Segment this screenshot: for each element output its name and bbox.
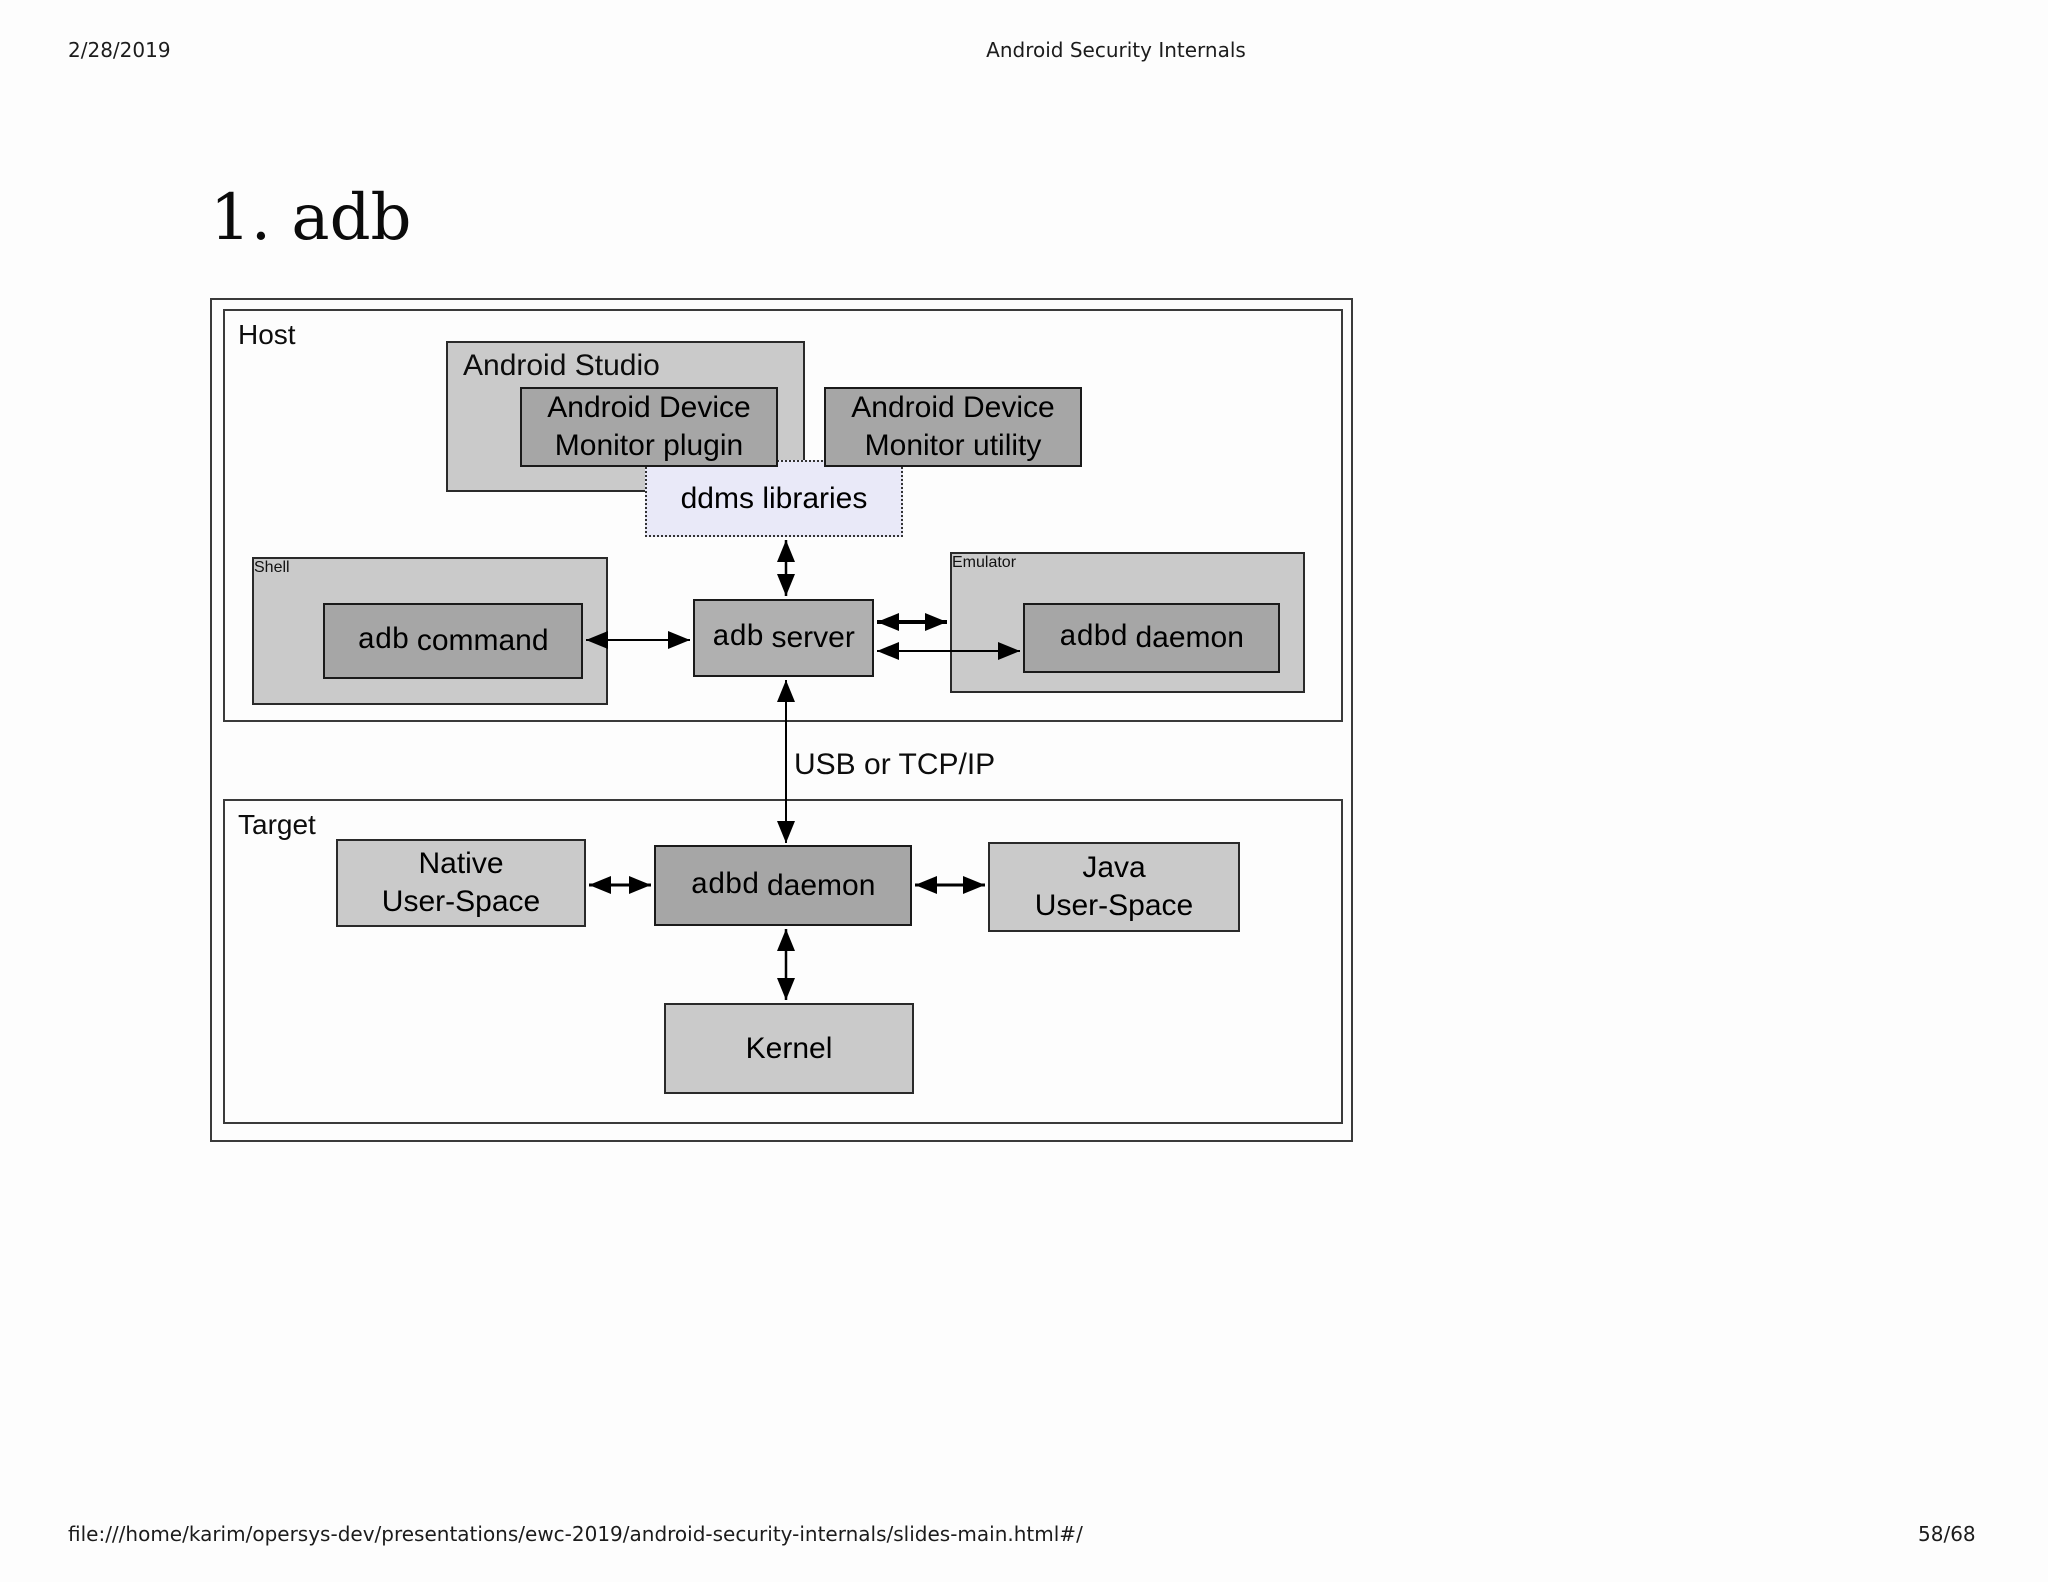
kernel-label: Kernel (745, 1031, 833, 1065)
diagram-outer-frame (210, 298, 1353, 1142)
kernel-box: Kernel (664, 1003, 914, 1094)
adm-utility-line2: Monitor utility (864, 429, 1042, 462)
adm-plugin-box: Android Device Monitor plugin (520, 387, 778, 467)
adb-command-label-mono: adb (357, 624, 409, 658)
adm-plugin-line1: Android Device (547, 391, 751, 424)
emulator-adbd-label-rest: daemon (1135, 621, 1244, 654)
print-header-date: 2/28/2019 (68, 38, 171, 62)
target-adbd-daemon-box: adbd daemon (654, 845, 912, 926)
adm-plugin-line2: Monitor plugin (554, 429, 744, 462)
print-footer-page-number: 58/68 (1918, 1522, 1976, 1546)
adb-command-box: adb command (323, 603, 583, 679)
adb-server-box: adb server (693, 599, 874, 677)
adb-command-label-rest: command (416, 624, 549, 657)
native-user-space-line1: Native (418, 847, 504, 880)
adb-server-label-rest: server (771, 621, 855, 654)
native-user-space-box: Native User-Space (336, 839, 586, 927)
native-user-space-line2: User-Space (381, 885, 541, 918)
adb-server-label-mono: adb (712, 621, 764, 655)
shell-label: Shell (254, 559, 290, 576)
host-label: Host (238, 319, 296, 350)
print-header-title: Android Security Internals (986, 38, 1246, 62)
emulator-adbd-daemon-box: adbd daemon (1023, 603, 1280, 673)
target-adbd-label-mono: adbd (690, 868, 760, 903)
target-adbd-label-rest: daemon (766, 868, 876, 902)
java-user-space-line2: User-Space (1034, 889, 1194, 922)
emulator-label: Emulator (952, 554, 1017, 571)
emulator-adbd-label-mono: adbd (1059, 621, 1128, 655)
slide-heading: 1. adb (210, 181, 412, 255)
print-footer-url: file:///home/karim/opersys-dev/presentat… (68, 1522, 1083, 1546)
java-user-space-box: Java User-Space (988, 842, 1240, 932)
usb-tcpip-label: USB or TCP/IP (794, 748, 996, 781)
java-user-space-line1: Java (1082, 851, 1146, 884)
ddms-libraries-label: ddms libraries (680, 481, 868, 515)
target-label: Target (238, 809, 316, 840)
ddms-libraries-box: ddms libraries (645, 460, 903, 537)
android-studio-label: Android Studio (463, 349, 660, 382)
adm-utility-line1: Android Device (851, 391, 1055, 424)
adm-utility-box: Android Device Monitor utility (824, 387, 1082, 467)
